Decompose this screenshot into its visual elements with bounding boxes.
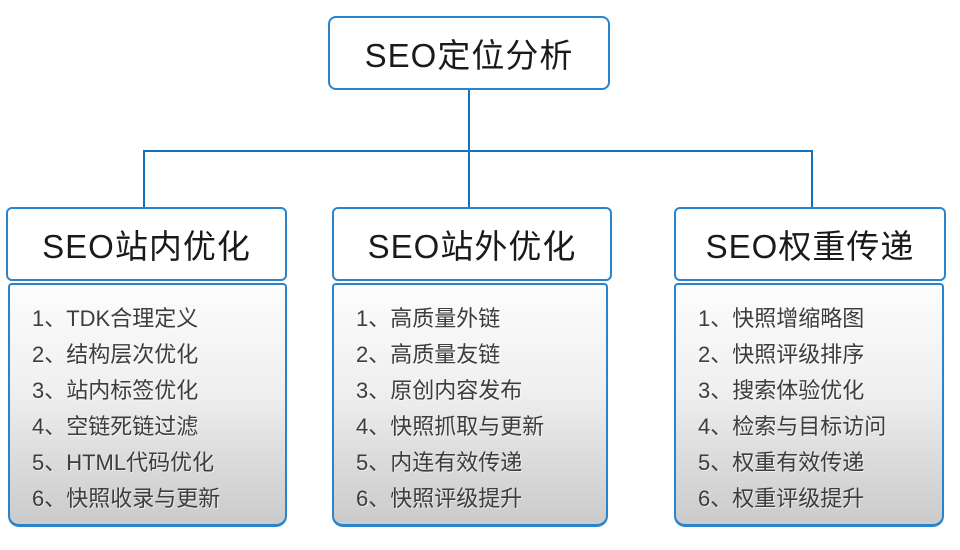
column-node-onsite: SEO站内优化 (6, 207, 287, 281)
column-node-weight: SEO权重传递 (674, 207, 946, 281)
list-item: 3、站内标签优化 (32, 378, 199, 403)
column-node-offsite: SEO站外优化 (332, 207, 612, 281)
list-item: 1、高质量外链 (356, 306, 501, 331)
item-list-onsite: 1、TDK合理定义 2、结构层次优化 3、站内标签优化 4、空链死链过滤 5、H… (8, 283, 287, 527)
root-node-label: SEO定位分析 (364, 37, 574, 74)
list-item: 2、快照评级排序 (698, 342, 865, 367)
list-item: 4、检索与目标访问 (698, 414, 887, 439)
list-item: 4、空链死链过滤 (32, 414, 199, 439)
list-item: 6、权重评级提升 (698, 486, 865, 511)
item-list-offsite: 1、高质量外链 2、高质量友链 3、原创内容发布 4、快照抓取与更新 5、内连有… (332, 283, 608, 527)
list-item: 1、TDK合理定义 (32, 306, 199, 331)
list-item: 2、高质量友链 (356, 342, 501, 367)
list-item: 6、快照评级提升 (356, 486, 523, 511)
list-item: 5、HTML代码优化 (32, 450, 215, 475)
list-item: 3、搜索体验优化 (698, 378, 865, 403)
item-list: 1、高质量外链 2、高质量友链 3、原创内容发布 4、快照抓取与更新 5、内连有… (334, 285, 606, 517)
column-node-label: SEO权重传递 (705, 228, 915, 265)
list-item: 3、原创内容发布 (356, 378, 523, 403)
item-list-weight: 1、快照增缩略图 2、快照评级排序 3、搜索体验优化 4、检索与目标访问 5、权… (674, 283, 944, 527)
connector-left-drop (143, 150, 145, 207)
list-item: 4、快照抓取与更新 (356, 414, 545, 439)
list-item: 2、结构层次优化 (32, 342, 199, 367)
root-node: SEO定位分析 (328, 16, 610, 90)
connector-horizontal (143, 150, 813, 152)
connector-root-vertical (468, 90, 470, 207)
connector-right-drop (811, 150, 813, 207)
list-item: 5、权重有效传递 (698, 450, 865, 475)
item-list: 1、TDK合理定义 2、结构层次优化 3、站内标签优化 4、空链死链过滤 5、H… (10, 285, 285, 517)
column-node-label: SEO站内优化 (42, 228, 251, 265)
item-list: 1、快照增缩略图 2、快照评级排序 3、搜索体验优化 4、检索与目标访问 5、权… (676, 285, 942, 517)
list-item: 6、快照收录与更新 (32, 486, 221, 511)
list-item: 1、快照增缩略图 (698, 306, 865, 331)
list-item: 5、内连有效传递 (356, 450, 523, 475)
column-node-label: SEO站外优化 (367, 228, 577, 265)
